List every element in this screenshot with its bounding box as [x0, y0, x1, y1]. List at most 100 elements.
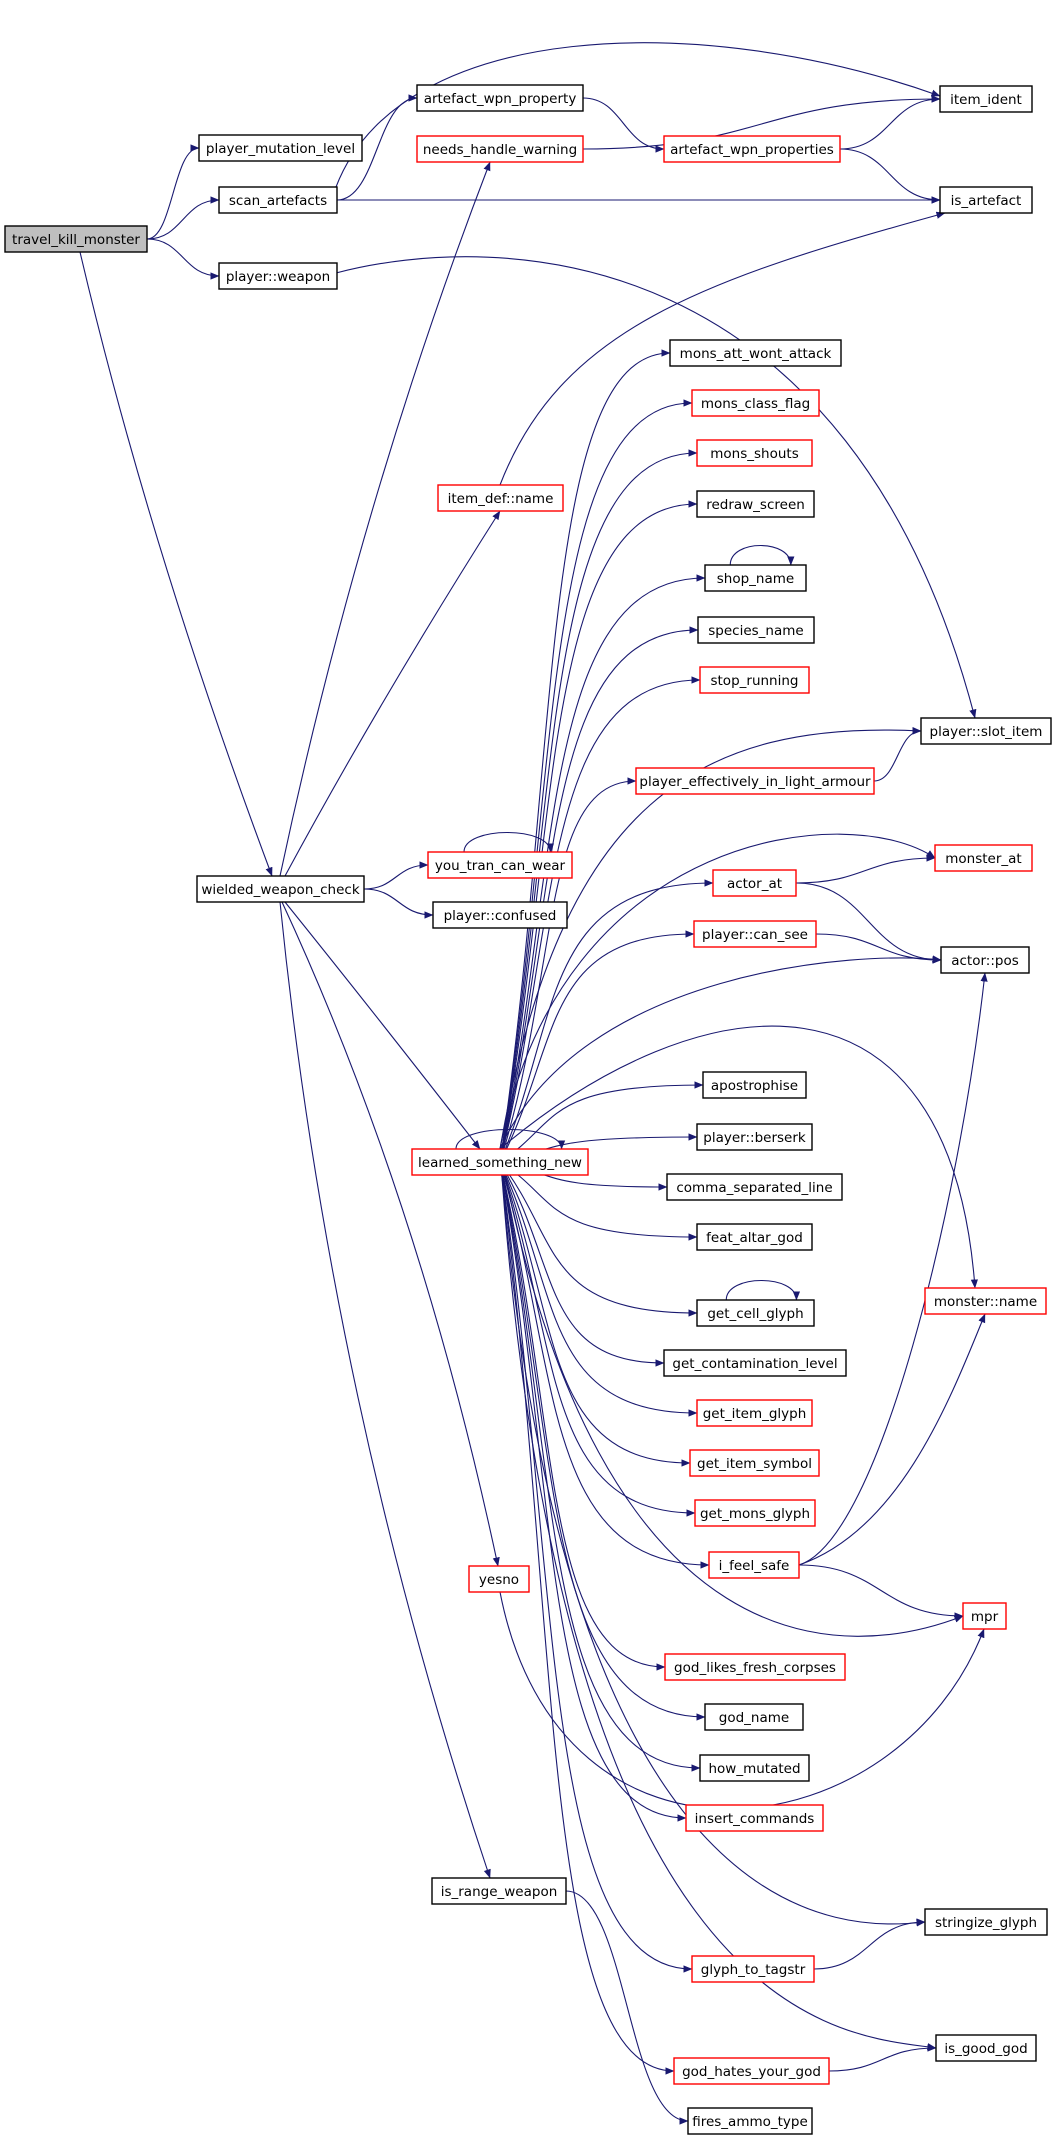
node-box[interactable]	[699, 1754, 810, 1782]
node-i-feel-safe[interactable]: i_feel_safe	[708, 1551, 800, 1579]
node-actor-at[interactable]: actor_at	[712, 869, 797, 897]
node-god-name[interactable]: god_name	[704, 1703, 804, 1731]
node-learned-something-new[interactable]: learned_something_new	[411, 1148, 589, 1176]
node-item-ident[interactable]: item_ident	[939, 85, 1033, 113]
node-player-can-see[interactable]: player::can_see	[693, 920, 817, 948]
node-box[interactable]	[416, 135, 584, 163]
node-box[interactable]	[694, 1499, 816, 1527]
node-item-def-name[interactable]: item_def::name	[437, 484, 564, 512]
node-species-name[interactable]: species_name	[697, 616, 815, 644]
node-box[interactable]	[939, 186, 1033, 214]
node-is-range-weapon[interactable]: is_range_weapon	[431, 1877, 567, 1905]
node-mons-shouts[interactable]: mons_shouts	[696, 439, 813, 467]
node-get-mons-glyph[interactable]: get_mons_glyph	[694, 1499, 816, 1527]
node-wielded-weapon-check[interactable]: wielded_weapon_check	[196, 875, 365, 903]
node-player-mutation-level[interactable]: player_mutation_level	[198, 134, 363, 162]
node-box[interactable]	[935, 2034, 1037, 2062]
node-apostrophise[interactable]: apostrophise	[702, 1071, 807, 1099]
node-box[interactable]	[924, 1287, 1047, 1315]
node-box[interactable]	[691, 389, 820, 417]
node-monster-name[interactable]: monster::name	[924, 1287, 1047, 1315]
node-insert-commands[interactable]: insert_commands	[685, 1804, 824, 1832]
node-get-item-symbol[interactable]: get_item_symbol	[689, 1449, 820, 1477]
node-monster-at[interactable]: monster_at	[934, 844, 1033, 872]
node-box[interactable]	[432, 901, 568, 929]
node-actor-pos[interactable]: actor::pos	[940, 946, 1030, 974]
node-box[interactable]	[708, 1551, 800, 1579]
node-box[interactable]	[940, 946, 1030, 974]
node-player-effectively-in-light-armour[interactable]: player_effectively_in_light_armour	[635, 767, 875, 795]
node-stop-running[interactable]: stop_running	[699, 666, 810, 694]
node-artefact-wpn-property[interactable]: artefact_wpn_property	[416, 84, 584, 112]
node-get-contamination-level[interactable]: get_contamination_level	[663, 1349, 847, 1377]
node-glyph-to-tagstr[interactable]: glyph_to_tagstr	[691, 1955, 815, 1983]
node-box[interactable]	[691, 1955, 815, 1983]
node-box[interactable]	[411, 1148, 589, 1176]
node-mons-att-wont-attack[interactable]: mons_att_wont_attack	[669, 339, 842, 367]
node-box[interactable]	[962, 1602, 1007, 1630]
node-god-hates-your-god[interactable]: god_hates_your_god	[673, 2057, 830, 2085]
node-fires-ammo-type[interactable]: fires_ammo_type	[687, 2107, 813, 2135]
node-box[interactable]	[696, 439, 813, 467]
node-box[interactable]	[196, 875, 365, 903]
node-travel-kill-monster[interactable]: travel_kill_monster	[4, 225, 148, 253]
node-box[interactable]	[693, 920, 817, 948]
node-box[interactable]	[669, 339, 842, 367]
node-box[interactable]	[685, 1804, 824, 1832]
node-box[interactable]	[924, 1908, 1048, 1936]
node-box[interactable]	[427, 851, 573, 879]
node-you-tran-can-wear[interactable]: you_tran_can_wear	[427, 851, 573, 879]
node-box[interactable]	[920, 717, 1052, 745]
node-box[interactable]	[664, 1653, 846, 1681]
node-box[interactable]	[663, 1349, 847, 1377]
node-box[interactable]	[699, 666, 810, 694]
node-redraw-screen[interactable]: redraw_screen	[696, 490, 815, 518]
node-god-likes-fresh-corpses[interactable]: god_likes_fresh_corpses	[664, 1653, 846, 1681]
node-box[interactable]	[635, 767, 875, 795]
node-box[interactable]	[416, 84, 584, 112]
node-box[interactable]	[696, 1299, 815, 1327]
node-box[interactable]	[468, 1565, 530, 1593]
node-box[interactable]	[663, 135, 841, 163]
node-player-weapon[interactable]: player::weapon	[218, 262, 338, 290]
node-box[interactable]	[689, 1449, 820, 1477]
node-get-item-glyph[interactable]: get_item_glyph	[696, 1399, 813, 1427]
node-mpr[interactable]: mpr	[962, 1602, 1007, 1630]
node-box[interactable]	[704, 564, 807, 592]
node-box[interactable]	[696, 1223, 813, 1251]
node-box[interactable]	[696, 1399, 813, 1427]
node-how-mutated[interactable]: how_mutated	[699, 1754, 810, 1782]
node-box[interactable]	[673, 2057, 830, 2085]
node-box[interactable]	[4, 225, 148, 253]
node-mons-class-flag[interactable]: mons_class_flag	[691, 389, 820, 417]
node-comma-separated-line[interactable]: comma_separated_line	[666, 1173, 843, 1201]
node-stringize-glyph[interactable]: stringize_glyph	[924, 1908, 1048, 1936]
node-feat-altar-god[interactable]: feat_altar_god	[696, 1223, 813, 1251]
node-box[interactable]	[702, 1071, 807, 1099]
node-box[interactable]	[437, 484, 564, 512]
node-scan-artefacts[interactable]: scan_artefacts	[218, 186, 338, 214]
node-player-berserk[interactable]: player::berserk	[696, 1123, 813, 1151]
node-player-slot-item[interactable]: player::slot_item	[920, 717, 1052, 745]
node-player-confused[interactable]: player::confused	[432, 901, 568, 929]
node-box[interactable]	[712, 869, 797, 897]
node-box[interactable]	[696, 1123, 813, 1151]
node-artefact-wpn-properties[interactable]: artefact_wpn_properties	[663, 135, 841, 163]
node-box[interactable]	[198, 134, 363, 162]
node-yesno[interactable]: yesno	[468, 1565, 530, 1593]
node-box[interactable]	[704, 1703, 804, 1731]
node-is-artefact[interactable]: is_artefact	[939, 186, 1033, 214]
node-box[interactable]	[696, 490, 815, 518]
node-box[interactable]	[666, 1173, 843, 1201]
node-box[interactable]	[218, 186, 338, 214]
node-box[interactable]	[934, 844, 1033, 872]
node-box[interactable]	[431, 1877, 567, 1905]
node-get-cell-glyph[interactable]: get_cell_glyph	[696, 1299, 815, 1327]
node-needs-handle-warning[interactable]: needs_handle_warning	[416, 135, 584, 163]
node-box[interactable]	[687, 2107, 813, 2135]
node-box[interactable]	[939, 85, 1033, 113]
node-box[interactable]	[697, 616, 815, 644]
node-is-good-god[interactable]: is_good_god	[935, 2034, 1037, 2062]
node-shop-name[interactable]: shop_name	[704, 564, 807, 592]
node-box[interactable]	[218, 262, 338, 290]
